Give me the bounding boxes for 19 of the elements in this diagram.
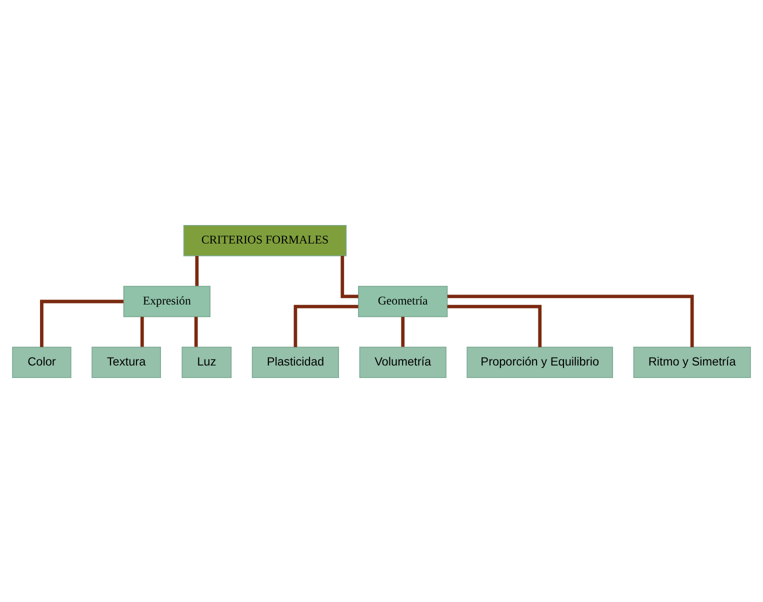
connector	[195, 255, 199, 286]
node-box: Textura	[92, 346, 161, 378]
connector	[194, 316, 198, 346]
node-box: Volumetría	[359, 346, 446, 378]
connector	[447, 304, 542, 347]
node-box: Color	[12, 346, 72, 378]
connector	[140, 316, 144, 346]
connector	[340, 255, 358, 298]
node-box: Luz	[182, 346, 232, 378]
node-box: Geometría	[358, 285, 448, 317]
connector	[401, 316, 405, 346]
node-box: Proporción y Equilibrio	[466, 346, 614, 378]
node-box: Expresión	[123, 285, 210, 317]
connector	[447, 294, 694, 347]
node-box: Plasticidad	[252, 346, 339, 378]
connector	[40, 299, 124, 347]
node-box: Ritmo y Simetría	[633, 346, 751, 378]
node-box: CRITERIOS FORMALES	[183, 224, 347, 256]
connector	[294, 304, 358, 347]
